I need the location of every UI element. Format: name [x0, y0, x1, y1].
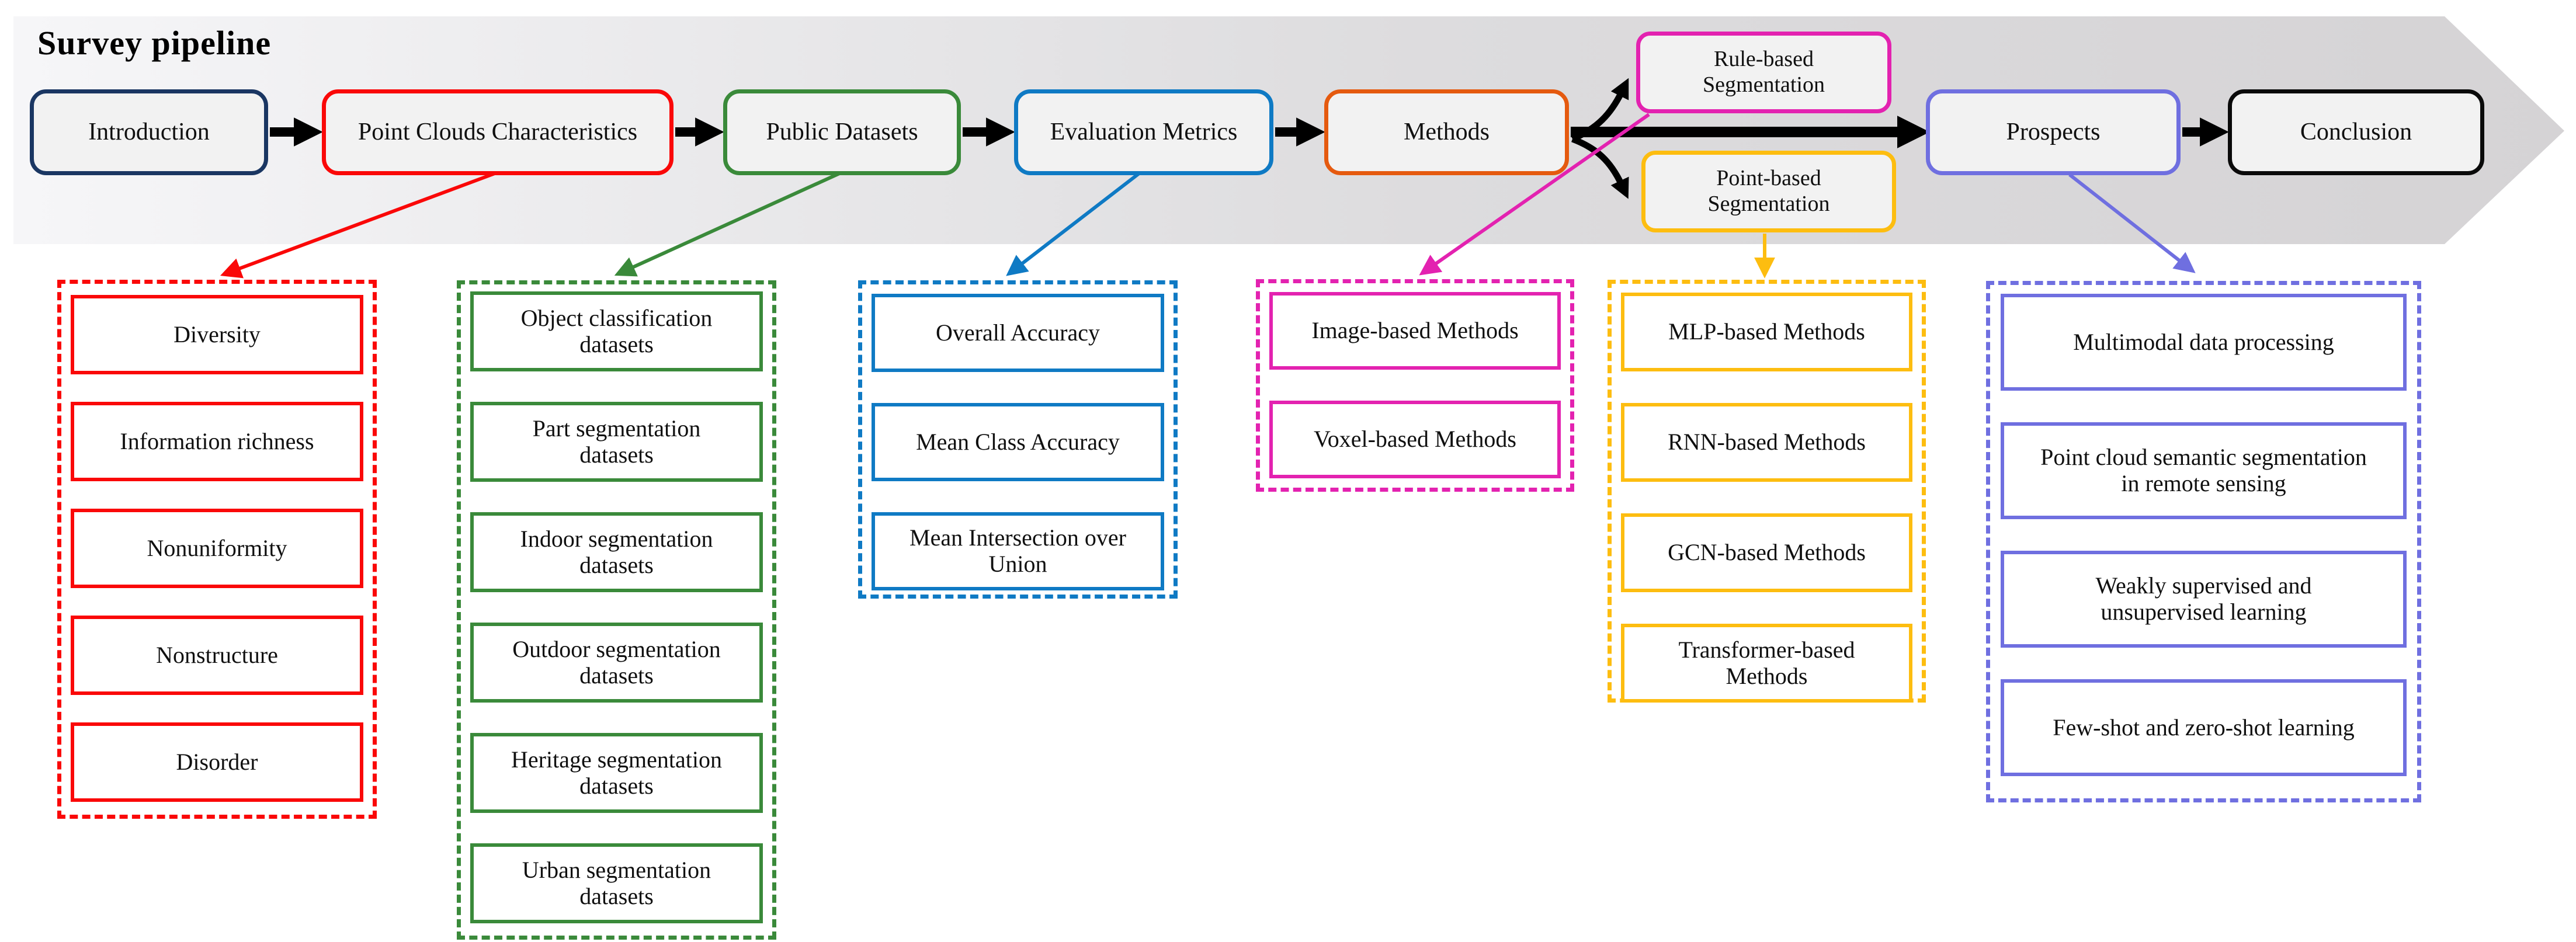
branch-rule-based-segmentation: Rule-based Segmentation: [1636, 32, 1891, 113]
list-item: Nonuniformity: [71, 509, 363, 588]
list-item: MLP-based Methods: [1621, 293, 1912, 371]
stage-point-clouds-characteristics: Point Clouds Characteristics: [322, 89, 673, 175]
list-item: Nonstructure: [71, 616, 363, 695]
arrow-methods-to-rule-based: [1571, 78, 1629, 142]
list-item: Part segmentation datasets: [470, 402, 763, 482]
list-item: Heritage segmentation datasets: [470, 733, 763, 813]
list-item: Transformer-based Methods: [1621, 624, 1912, 703]
list-item: Point cloud semantic segmentation in rem…: [2001, 422, 2407, 519]
group-public-datasets: Object classification datasets Part segm…: [457, 280, 776, 940]
group-prospects-topics: Multimodal data processing Point cloud s…: [1986, 281, 2421, 802]
stage-introduction: Introduction: [30, 89, 268, 175]
group-evaluation-metrics: Overall Accuracy Mean Class Accuracy Mea…: [858, 280, 1178, 599]
group-point-cloud-characteristics: Diversity Information richness Nonunifor…: [57, 280, 377, 819]
arrow-methods-to-point-based: [1571, 135, 1629, 199]
group-rule-based-methods: Image-based Methods Voxel-based Methods: [1256, 279, 1574, 492]
connector-datasets-group: [614, 172, 841, 277]
connector-metrics-group: [1006, 172, 1140, 276]
list-item: Mean Class Accuracy: [872, 403, 1164, 481]
stage-conclusion: Conclusion: [2228, 89, 2484, 175]
connector-prospects-group: [2068, 173, 2196, 273]
branch-point-based-segmentation: Point-based Segmentation: [1641, 151, 1896, 232]
stage-methods: Methods: [1324, 89, 1569, 175]
list-item: Diversity: [71, 295, 363, 374]
list-item: Voxel-based Methods: [1269, 401, 1561, 478]
list-item: RNN-based Methods: [1621, 403, 1912, 482]
stage-evaluation-metrics: Evaluation Metrics: [1014, 89, 1273, 175]
list-item: Overall Accuracy: [872, 294, 1164, 372]
list-item: Weakly supervised and unsupervised learn…: [2001, 551, 2407, 648]
connector-characteristics-group: [220, 172, 496, 279]
connector-rule-based-group: [1419, 113, 1650, 276]
stage-public-datasets: Public Datasets: [723, 89, 961, 175]
list-item: Urban segmentation datasets: [470, 843, 763, 923]
stage-prospects: Prospects: [1926, 89, 2181, 175]
list-item: Multimodal data processing: [2001, 294, 2407, 391]
list-item: Few-shot and zero-shot learning: [2001, 679, 2407, 776]
list-item: Mean Intersection over Union: [872, 512, 1164, 590]
list-item: Indoor segmentation datasets: [470, 512, 763, 592]
list-item: Outdoor segmentation datasets: [470, 623, 763, 703]
list-item: Object classification datasets: [470, 291, 763, 371]
diagram-title: Survey pipeline: [37, 24, 272, 62]
group-point-based-methods: MLP-based Methods RNN-based Methods GCN-…: [1608, 280, 1926, 703]
list-item: Information richness: [71, 402, 363, 481]
list-item: GCN-based Methods: [1621, 513, 1912, 592]
list-item: Image-based Methods: [1269, 292, 1561, 370]
list-item: Disorder: [71, 722, 363, 802]
